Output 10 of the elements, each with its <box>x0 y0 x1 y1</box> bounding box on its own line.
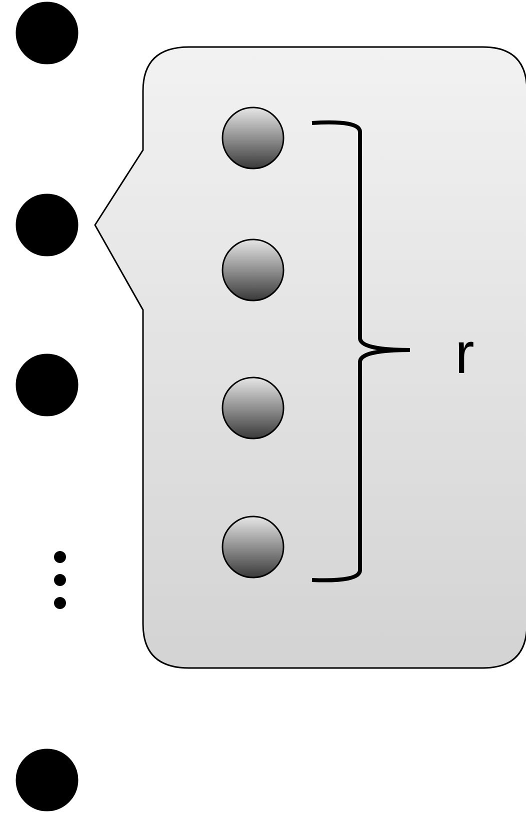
sphere-circle <box>222 376 284 440</box>
filled-circle <box>16 194 78 256</box>
sphere-circle <box>222 106 284 170</box>
bracket-label: r <box>455 325 474 383</box>
callout-bubble <box>94 46 526 669</box>
filled-circle <box>16 354 78 416</box>
filled-circle <box>16 748 78 812</box>
filled-circle <box>16 2 78 64</box>
sphere-circle <box>222 516 284 578</box>
sphere-circle <box>222 238 284 302</box>
